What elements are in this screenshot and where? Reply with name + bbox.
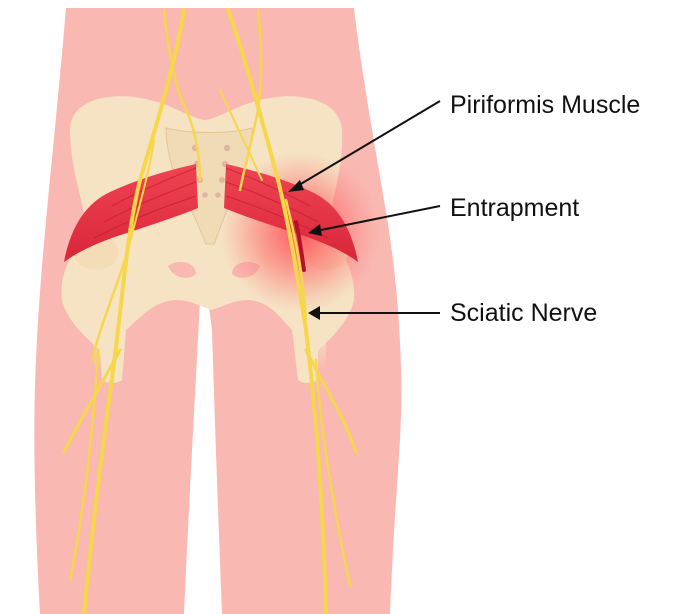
label-piriformis-muscle: Piriformis Muscle [450,93,640,118]
label-sciatic-nerve: Sciatic Nerve [450,301,597,326]
label-entrapment: Entrapment [450,196,579,221]
